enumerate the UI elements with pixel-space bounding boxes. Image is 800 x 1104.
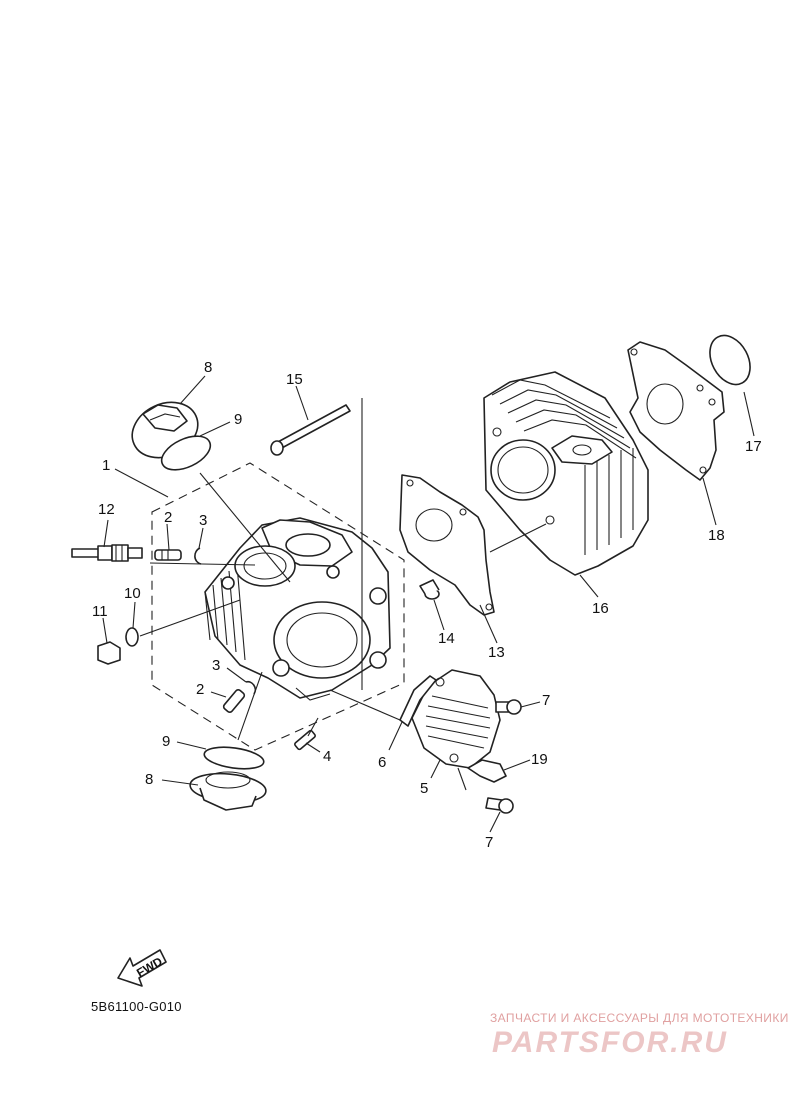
leader-lines [102,375,755,833]
stud-bolt [294,729,316,751]
callout-19: 19 [531,751,548,768]
callout-7-upper: 7 [542,692,550,709]
callout-16: 16 [592,600,609,617]
long-bolt [270,404,351,456]
side-cover [411,669,501,769]
tappet-cover-bottom [189,771,267,811]
watermark-logo: PARTSFOR.RU [492,1026,728,1059]
callout-10: 10 [124,585,141,602]
cylinder-head-gasket [627,341,725,481]
side-cover-gasket [399,675,437,727]
valve-guide-top [154,549,182,561]
callout-4: 4 [323,748,331,765]
watermark-tagline: ЗАПЧАСТИ И АКСЕССУАРЫ ДЛЯ МОТОТЕХНИКИ [490,1011,789,1025]
cylinder-base-gasket [399,474,495,616]
plug-washer [125,627,139,647]
valve-guide-bottom [222,689,246,713]
callout-15: 15 [286,371,303,388]
cylinder-block [483,371,649,576]
callout-8-bottom: 8 [145,771,153,788]
callout-12: 12 [98,501,115,518]
callout-13: 13 [488,644,505,661]
o-ring-bottom [203,746,265,770]
callout-2-top: 2 [164,509,172,526]
callout-11: 11 [92,603,108,620]
callout-17: 17 [745,438,762,455]
callout-8-top: 8 [204,359,212,376]
dowel-pin [419,579,440,600]
o-ring-large [709,334,751,386]
spark-plug [71,544,143,562]
callout-3-top: 3 [199,512,207,529]
callout-6: 6 [378,754,386,771]
clamp [467,759,507,783]
callout-9-top: 9 [234,411,242,428]
callout-3-bottom: 3 [212,657,220,674]
callout-14: 14 [438,630,455,647]
circlip-bottom [245,680,257,695]
callout-2-bottom: 2 [196,681,204,698]
circlip-top [194,547,202,565]
fwd-arrow-icon: FWD [117,949,167,987]
o-ring-top [160,435,212,471]
assembly-boundary [151,462,405,751]
callout-labels: 1 2 3 2 3 4 5 6 7 7 8 8 9 9 10 11 12 13 … [92,359,762,851]
callout-7-lower: 7 [485,834,493,851]
diagram-code: 5B61100-G010 [91,999,182,1014]
cylinder-head [204,517,391,701]
callout-18: 18 [708,527,725,544]
callout-5: 5 [420,780,428,797]
callout-1: 1 [102,457,110,474]
drain-plug [97,641,121,665]
screw-lower [485,797,514,814]
screw-upper [495,699,522,715]
callout-9-bottom: 9 [162,733,170,750]
